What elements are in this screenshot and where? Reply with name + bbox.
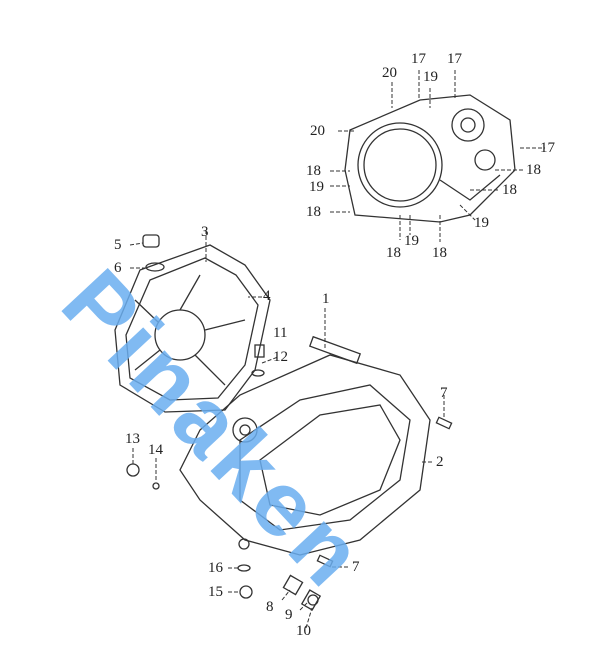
callout-label: 19 bbox=[423, 69, 438, 85]
callout-label: 13 bbox=[125, 431, 140, 447]
callout-label: 10 bbox=[296, 623, 311, 639]
callout-label: 20 bbox=[310, 123, 325, 139]
callout-label: 15 bbox=[208, 584, 223, 600]
callout-label: 7 bbox=[440, 385, 448, 401]
callout-label: 1 bbox=[322, 291, 330, 307]
callout-label: 17 bbox=[447, 51, 462, 67]
callout-label: 18 bbox=[526, 162, 541, 178]
callout-label: 19 bbox=[404, 233, 419, 249]
callout-label: 12 bbox=[273, 349, 288, 365]
callout-label: 9 bbox=[285, 607, 293, 623]
callout-label: 6 bbox=[114, 260, 122, 276]
callout-label: 18 bbox=[502, 182, 517, 198]
callout-label: 18 bbox=[432, 245, 447, 261]
callout-label: 19 bbox=[309, 179, 324, 195]
callout-label: 4 bbox=[263, 288, 271, 304]
crankcase-cover-drawing bbox=[126, 335, 453, 611]
callout-label: 14 bbox=[148, 442, 163, 458]
callout-label: 2 bbox=[436, 454, 444, 470]
callout-label: 16 bbox=[208, 560, 223, 576]
callout-label: 18 bbox=[306, 163, 321, 179]
callout-label: 11 bbox=[273, 325, 288, 341]
callout-label: 8 bbox=[266, 599, 274, 615]
callout-label: 7 bbox=[352, 559, 360, 575]
callout-label: 20 bbox=[382, 65, 397, 81]
callout-label: 17 bbox=[540, 140, 555, 156]
callout-label: 3 bbox=[201, 224, 209, 240]
callout-label: 5 bbox=[114, 237, 122, 253]
clutch-cover-assembly-drawing bbox=[344, 94, 516, 223]
callout-label: 18 bbox=[386, 245, 401, 261]
callout-label: 18 bbox=[306, 204, 321, 220]
magneto-cover-drawing bbox=[114, 234, 271, 413]
callout-label: 17 bbox=[411, 51, 426, 67]
callout-label: 19 bbox=[474, 215, 489, 231]
leader-lines bbox=[129, 70, 545, 629]
